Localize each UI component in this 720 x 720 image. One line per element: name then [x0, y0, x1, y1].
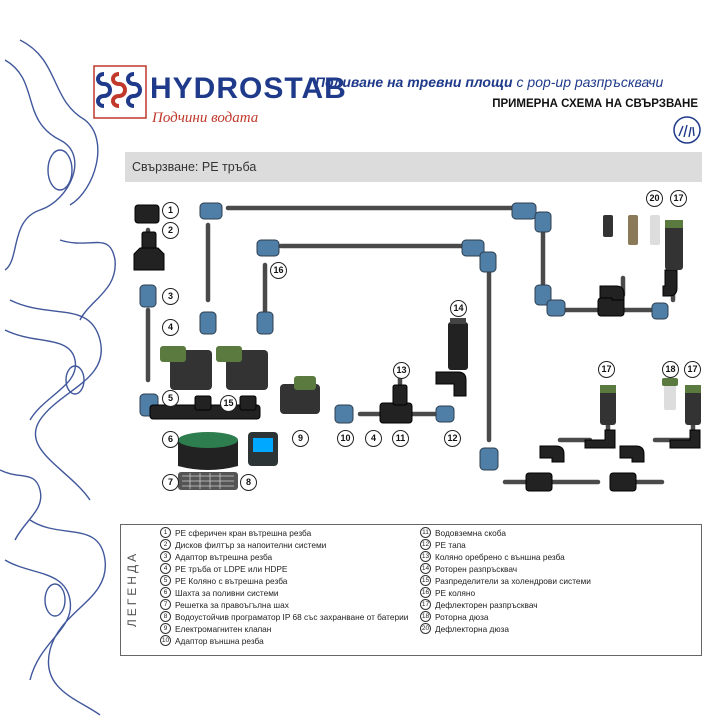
callout-12: 12 [444, 430, 461, 447]
callout-13: 13 [393, 362, 410, 379]
callout-1: 1 [162, 202, 179, 219]
connection-banner-text: Свързване: PE тръба [132, 160, 257, 174]
callout-4b: 4 [365, 430, 382, 447]
callout-7: 7 [162, 474, 179, 491]
brand-name: HYDROSTAB [150, 72, 347, 105]
callout-14: 14 [450, 300, 467, 317]
valve-box [178, 432, 238, 490]
callout-15: 15 [220, 395, 237, 412]
callout-8: 8 [240, 474, 257, 491]
callout-17b: 17 [598, 361, 615, 378]
hydrostab-logo-icon [93, 65, 147, 119]
callout-17c: 17 [684, 361, 701, 378]
callout-10: 10 [337, 430, 354, 447]
callout-5: 5 [162, 390, 179, 407]
callout-3: 3 [162, 288, 179, 305]
legend-title: ЛЕГЕНДА [125, 550, 140, 628]
sprinkler-heads [448, 215, 701, 425]
grass-icon [673, 116, 701, 144]
page-subtitle: ПРИМЕРНА СХЕМА НА СВЪРЗВАНЕ [492, 98, 698, 110]
brand-slogan: Подчини водата [152, 110, 259, 126]
callout-6: 6 [162, 431, 179, 448]
callout-11: 11 [392, 430, 409, 447]
callout-9: 9 [292, 430, 309, 447]
callout-17a: 17 [670, 190, 687, 207]
connection-banner [125, 152, 702, 182]
title-bold: Поливане на тревни площи [315, 74, 513, 90]
callout-20: 20 [646, 190, 663, 207]
pipe-fittings [139, 202, 669, 471]
legend-box [120, 524, 702, 656]
page-title: Поливане на тревни площи с pop-up разпръ… [315, 74, 663, 90]
title-rest: с pop-up разпръсквачи [512, 74, 664, 90]
saddle-fittings [133, 204, 701, 492]
callout-18: 18 [662, 361, 679, 378]
callout-16: 16 [270, 262, 287, 279]
topographic-pattern [0, 39, 116, 716]
callout-4: 4 [162, 319, 179, 336]
solenoid-valves [160, 346, 320, 466]
callout-2: 2 [162, 222, 179, 239]
